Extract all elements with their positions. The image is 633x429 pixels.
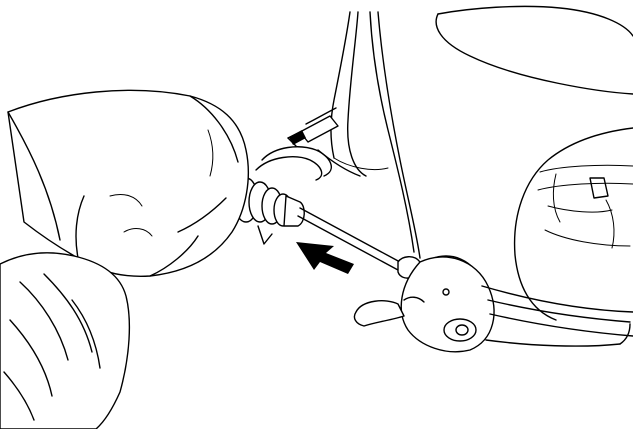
wire-loop: [256, 147, 331, 180]
seat-belt-buckle: [354, 256, 633, 352]
sleeve: [0, 253, 129, 429]
direction-arrow: [296, 242, 354, 274]
hand: [8, 90, 248, 276]
